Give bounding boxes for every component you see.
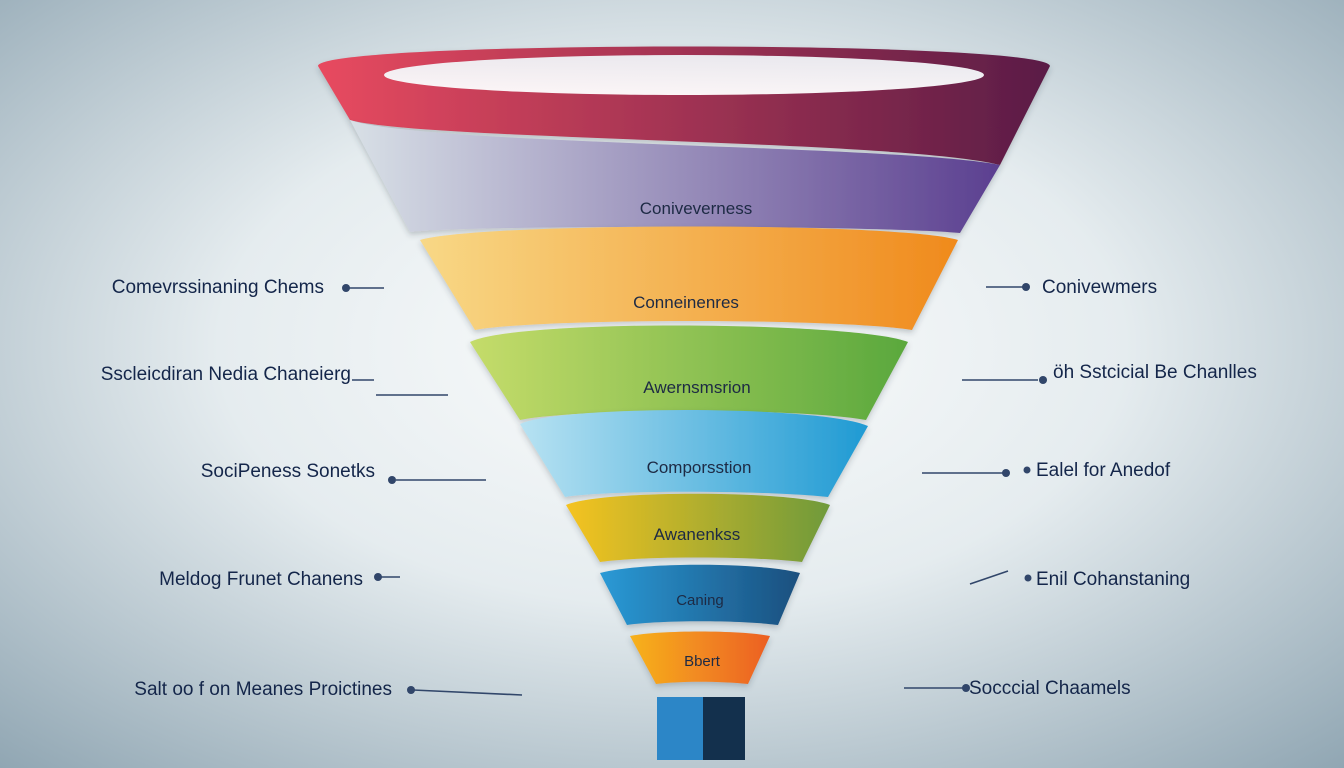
stage-label-4: Awernsmsrion [643,378,750,397]
funnel [318,46,1050,684]
connector-dot-8 [1039,376,1047,384]
funnel-band-5 [520,409,868,497]
right-labels: Conivewmers öh Sstcicial Be Chanlles Eal… [969,277,1257,699]
connector-dot-7 [1022,283,1030,291]
stage-label-8: Bbert [684,653,721,670]
connector-dot-6 [407,686,415,694]
connector-line-6 [412,689,523,696]
left-label-5: Salt oo f on Meanes Proictines [134,679,392,700]
accent-dot-1 [1023,466,1031,474]
left-label-4: Meldog Frunet Chanens [159,569,363,590]
funnel-band-3 [420,226,958,330]
funnel-band-7 [600,564,800,625]
spout-left-block [657,697,703,760]
connector-lines [342,283,1047,696]
right-label-1: Conivewmers [1042,277,1157,298]
spout [657,697,745,760]
stage-labels: Coniveverness Conneinenres Awernsmsrion … [633,199,752,670]
right-label-3: Ealel for Anedof [1036,460,1171,481]
funnel-band-4 [470,325,908,420]
funnel-rim-opening [384,55,984,95]
left-labels: Comevrssinaning Chems Sscleicdiran Nedia… [101,277,392,700]
left-label-1: Comevrssinaning Chems [112,277,324,298]
right-label-4: Enil Cohanstaning [1036,569,1190,590]
stage-label-6: Awanenkss [654,525,741,544]
connector-line-10 [969,570,1009,585]
left-label-2: Sscleicdiran Nedia Chaneierg [101,364,351,385]
connector-dot-5 [374,573,382,581]
stage-label-3: Conneinenres [633,293,739,312]
funnel-band-2 [350,120,1000,233]
funnel-band-8 [630,631,770,684]
accent-dot-2 [1024,574,1032,582]
right-label-5: Socccial Chaamels [969,678,1131,699]
funnel-band-6 [566,493,830,562]
stage-label-2: Coniveverness [640,199,752,218]
stage-label-5: Comporsstion [647,458,752,477]
stage-label-7: Caning [676,592,724,609]
connector-dot-1 [342,284,350,292]
spout-right-block [703,697,745,760]
connector-dot-9 [1002,469,1010,477]
left-label-3: SociPeness Sonetks [201,461,375,482]
connector-dot-4 [388,476,396,484]
connector-dot-11 [962,684,970,692]
right-label-2: öh Sstcicial Be Chanlles [1053,362,1257,383]
